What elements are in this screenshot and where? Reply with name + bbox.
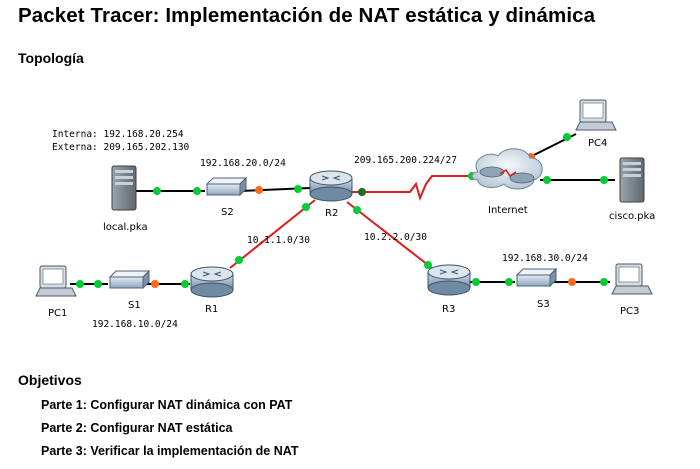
topology-diagram: local.pka S2 R2 Internet PC4 cisco.pka <box>35 99 655 330</box>
pc4-label: PC4 <box>588 138 607 149</box>
router-r2-icon[interactable] <box>309 170 353 202</box>
switch-s3-icon[interactable] <box>515 267 558 288</box>
objective-item: Parte 1: Configurar NAT dinámica con PAT <box>41 398 293 412</box>
router-r1-label: R1 <box>205 304 218 315</box>
server-internal-address: Interna: 192.168.20.254 <box>52 129 184 140</box>
cisco-server-icon[interactable] <box>619 157 645 203</box>
network-label-wan: 209.165.200.224/27 <box>354 155 457 166</box>
links <box>70 133 615 285</box>
topology-heading: Topología <box>18 50 84 66</box>
objective-item: Parte 3: Verificar la implementación de … <box>41 444 299 458</box>
cisco-server-label: cisco.pka <box>609 211 655 222</box>
objective-item: Parte 2: Configurar NAT estática <box>41 421 233 435</box>
network-label-lan-r2: 192.168.20.0/24 <box>200 158 286 169</box>
link-r2-r3-serial <box>346 201 438 273</box>
network-label-lan-r3: 192.168.30.0/24 <box>502 253 588 264</box>
router-r1-icon[interactable] <box>190 266 234 298</box>
local-server-icon[interactable] <box>111 165 137 211</box>
pc4-icon[interactable] <box>575 99 617 131</box>
router-r3-icon[interactable] <box>427 264 471 296</box>
switch-s1-icon[interactable] <box>108 269 151 290</box>
router-r3-label: R3 <box>442 304 455 315</box>
network-label-lan-r1: 192.168.10.0/24 <box>92 319 178 330</box>
page-title: Packet Tracer: Implementación de NAT est… <box>18 4 596 27</box>
pc1-icon[interactable] <box>35 265 77 297</box>
switch-s2-label: S2 <box>221 207 234 218</box>
router-r2-label: R2 <box>325 208 338 219</box>
internet-cloud-icon[interactable] <box>471 148 543 190</box>
link-status-dots <box>76 133 608 288</box>
local-server-label: local.pka <box>103 222 148 233</box>
server-external-address: Externa: 209.165.202.130 <box>52 142 190 153</box>
network-label-r2-r3: 10.2.2.0/30 <box>364 232 427 243</box>
internet-label: Internet <box>488 205 528 216</box>
switch-s3-label: S3 <box>537 299 550 310</box>
link-r2-internet-serial <box>352 175 478 201</box>
switch-s2-icon[interactable] <box>205 176 248 197</box>
pc1-label: PC1 <box>48 308 67 319</box>
switch-s1-label: S1 <box>128 300 141 311</box>
objectives-heading: Objetivos <box>18 372 82 388</box>
link-r2-r1-serial <box>229 199 316 269</box>
pc3-icon[interactable] <box>611 263 653 295</box>
network-label-r1-r2: 10.1.1.0/30 <box>247 235 310 246</box>
pc3-label: PC3 <box>620 306 639 317</box>
